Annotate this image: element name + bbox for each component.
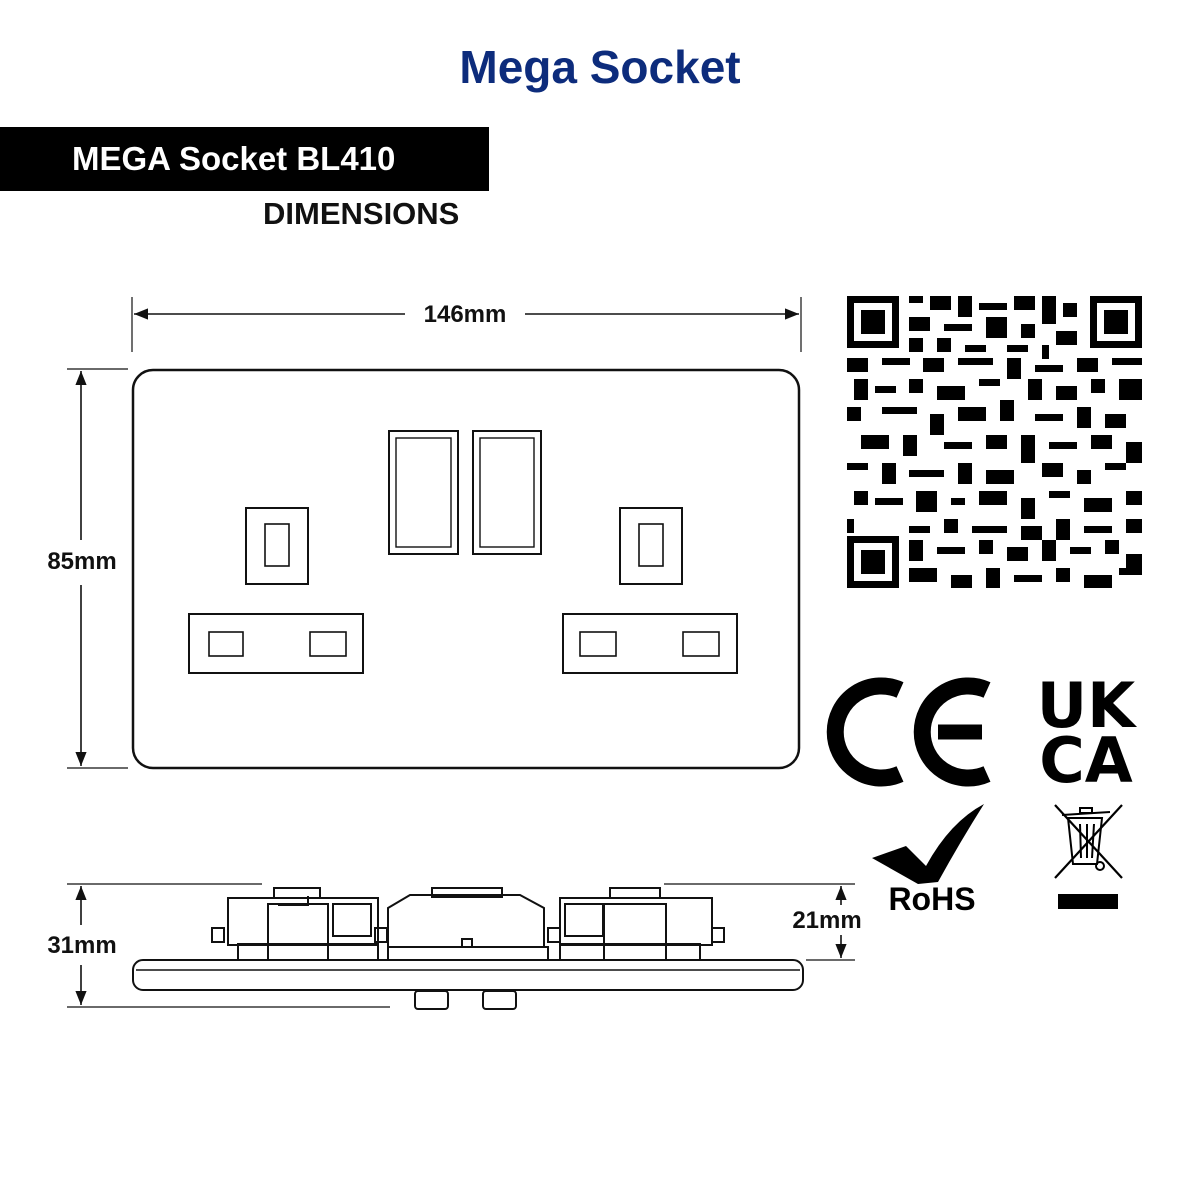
rohs-label: RoHS [888, 881, 975, 917]
socket-side-view [132, 887, 804, 1010]
rohs-checkmark-icon: RoHS [872, 804, 984, 917]
ukca-line1: UK [1037, 669, 1137, 742]
ukca-line2: CA [1039, 724, 1133, 797]
socket-pins-right [562, 613, 738, 674]
depth-back-label: 21mm [792, 907, 861, 934]
height-label: 85mm [47, 548, 116, 575]
depth-total-dimension: 31mm [47, 883, 390, 1008]
depth-back-dimension: 21mm [664, 883, 862, 961]
section-label: DIMENSIONS [263, 196, 460, 231]
socket-pins-left [188, 613, 364, 674]
earth-pin-left [245, 507, 309, 585]
qr-code-icon [847, 296, 1142, 588]
ce-mark-icon [826, 677, 991, 787]
earth-pin-right [619, 507, 683, 585]
width-dimension: 146mm [131, 297, 802, 352]
height-dimension: 85mm [47, 368, 128, 769]
depth-total-label: 31mm [47, 932, 116, 959]
model-banner: MEGA Socket BL410 [0, 127, 489, 191]
switch-right [472, 430, 542, 555]
weee-bin-icon [1054, 804, 1123, 909]
width-label: 146mm [424, 301, 507, 328]
brand-title: Mega Socket [459, 41, 741, 93]
socket-front-view [131, 368, 801, 770]
ukca-mark-icon: UK CA [1037, 669, 1137, 797]
switch-left [388, 430, 459, 555]
